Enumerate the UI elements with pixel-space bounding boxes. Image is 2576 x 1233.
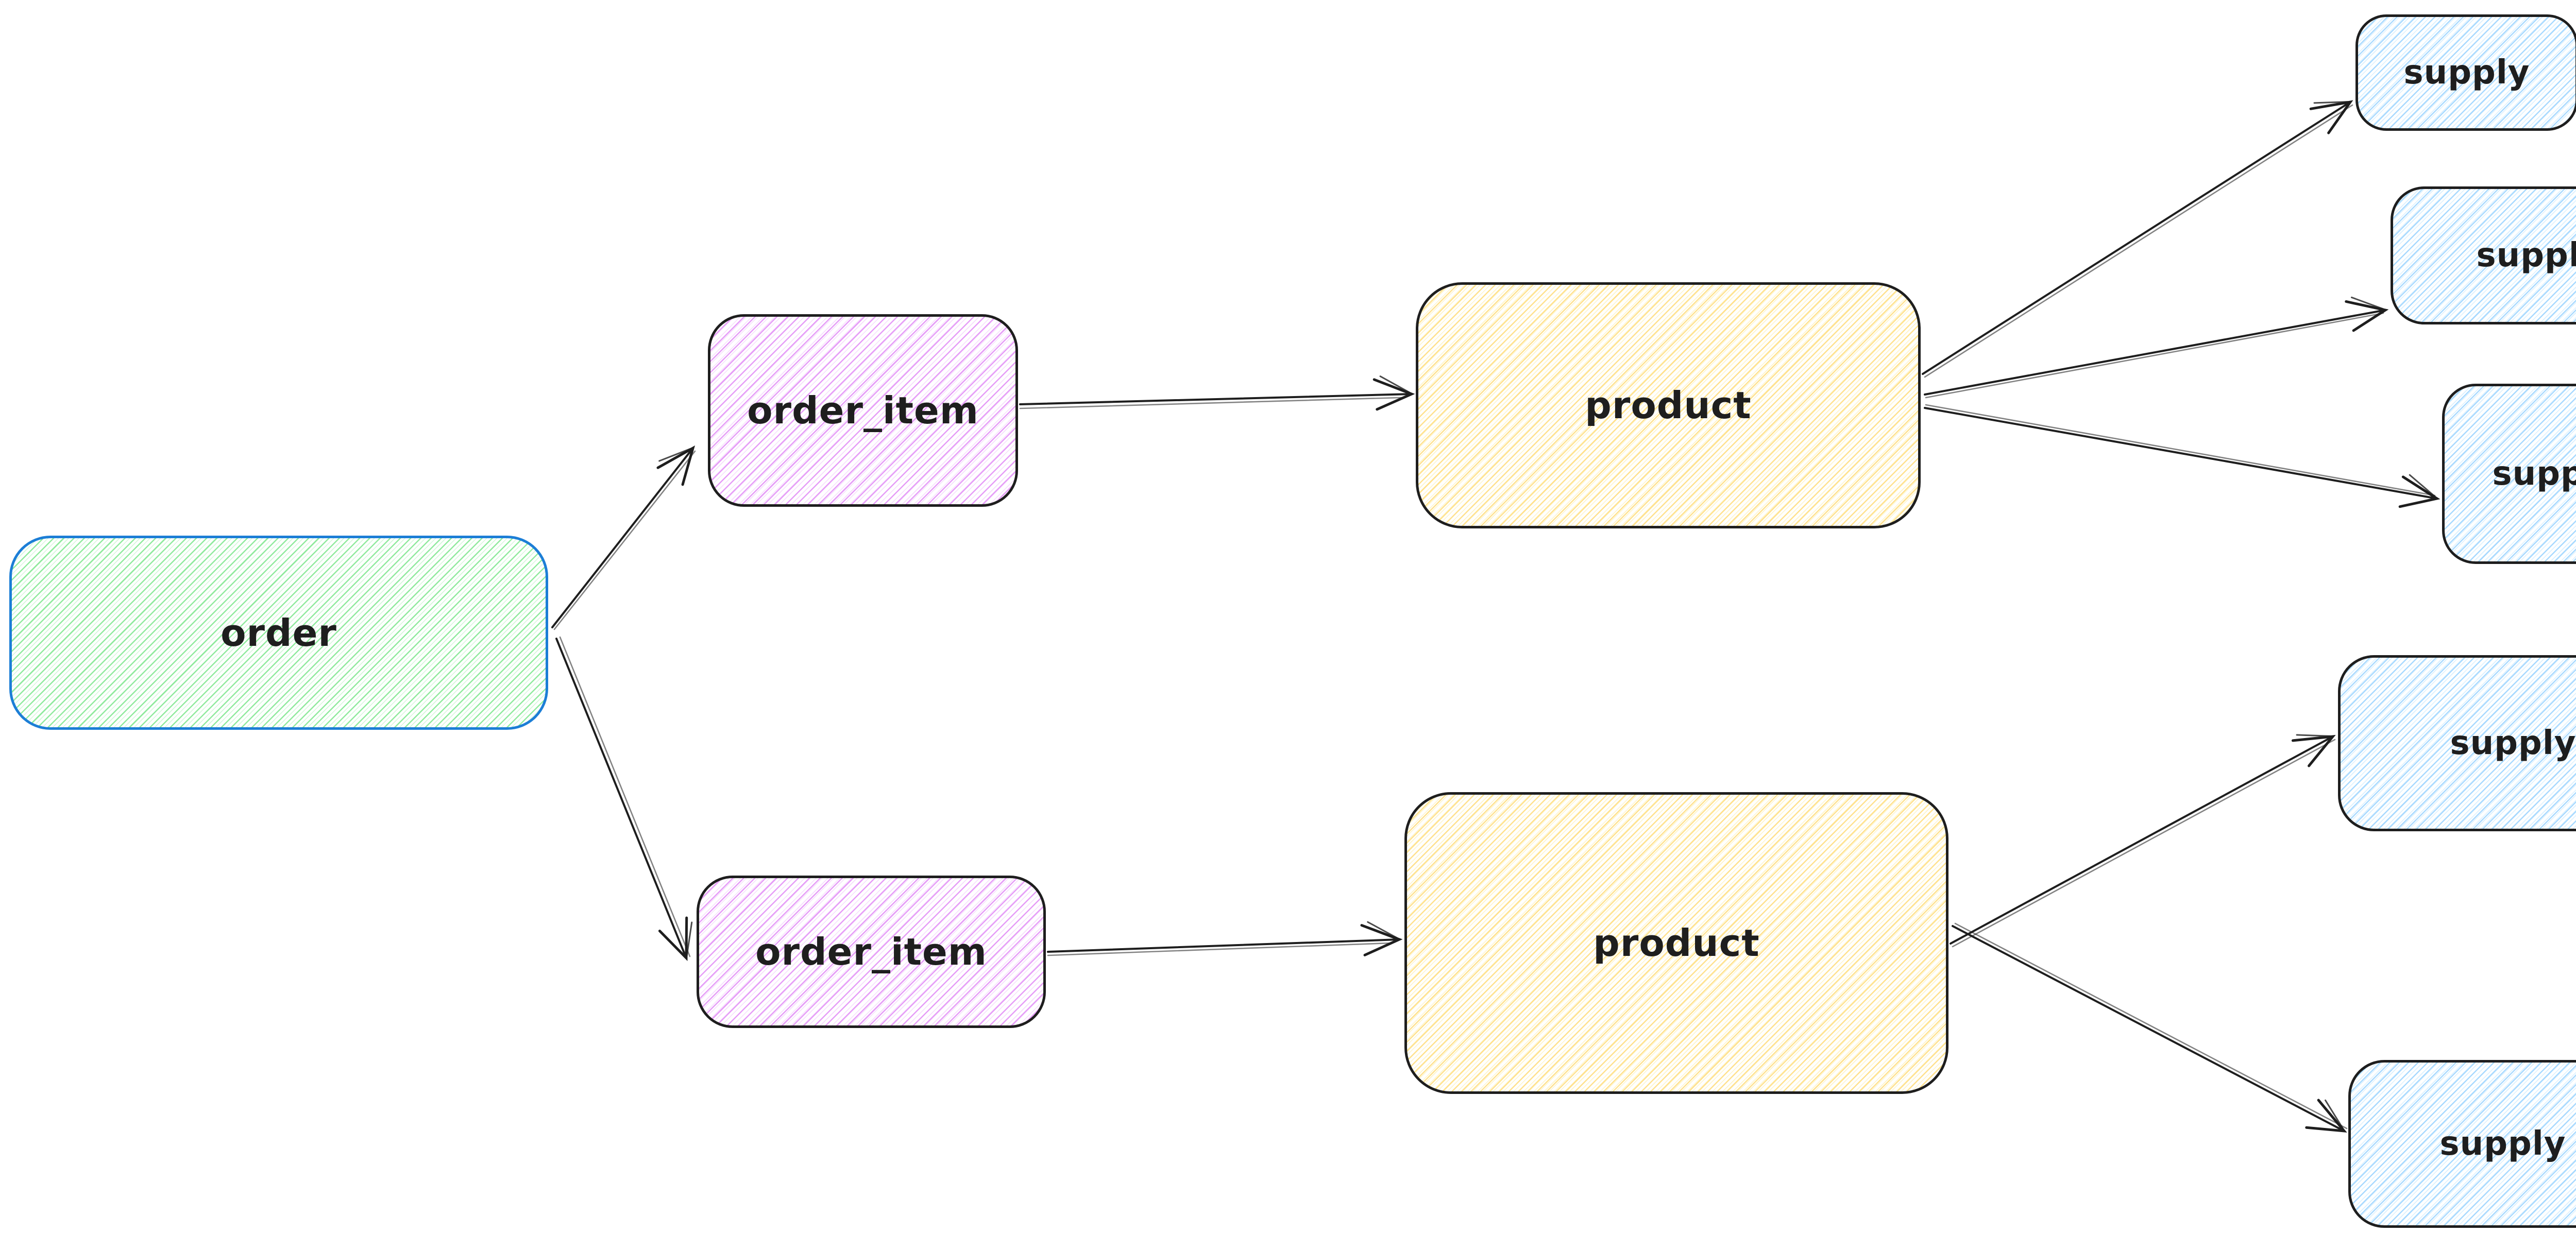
- node-order-label: order: [221, 611, 337, 655]
- node-supply-bottom-1[interactable]: supply: [2338, 655, 2576, 831]
- node-supply-bottom-2[interactable]: supply: [2348, 1060, 2576, 1228]
- node-product-top-label: product: [1585, 384, 1752, 427]
- node-supply-top-3-label: supply: [2492, 455, 2576, 493]
- arrow-product-top-to-supply-1[interactable]: [1922, 100, 2353, 378]
- arrow-product-bottom-to-supply-4[interactable]: [1950, 734, 2336, 948]
- node-product-top[interactable]: product: [1416, 282, 1921, 528]
- node-supply-top-1[interactable]: supply: [2355, 14, 2576, 131]
- node-product-bottom-label: product: [1593, 921, 1760, 965]
- arrow-product-bottom-to-supply-5[interactable]: [1952, 922, 2348, 1133]
- arrow-order-item-bottom-to-product-bottom[interactable]: [1047, 921, 1403, 956]
- arrow-order-to-order-item-top[interactable]: [551, 445, 696, 630]
- arrow-product-top-to-supply-2[interactable]: [1924, 296, 2389, 399]
- node-order[interactable]: order: [9, 536, 548, 730]
- node-order-item-top-label: order_item: [747, 389, 979, 432]
- node-order-item-bottom-label: order_item: [755, 930, 987, 973]
- node-supply-top-2-label: supply: [2476, 236, 2576, 275]
- node-supply-bottom-1-label: supply: [2450, 724, 2576, 762]
- node-supply-top-3[interactable]: supply: [2442, 384, 2576, 564]
- arrow-order-to-order-item-bottom[interactable]: [555, 636, 693, 962]
- arrow-order-item-top-to-product-top[interactable]: [1019, 375, 1415, 411]
- node-order-item-bottom[interactable]: order_item: [697, 876, 1046, 1028]
- node-supply-bottom-2-label: supply: [2439, 1125, 2566, 1163]
- node-supply-top-1-label: supply: [2403, 54, 2530, 92]
- node-supply-top-2[interactable]: supply: [2391, 186, 2576, 324]
- node-product-bottom[interactable]: product: [1404, 792, 1948, 1094]
- node-order-item-top[interactable]: order_item: [708, 314, 1018, 507]
- arrow-product-top-to-supply-3[interactable]: [1924, 404, 2441, 508]
